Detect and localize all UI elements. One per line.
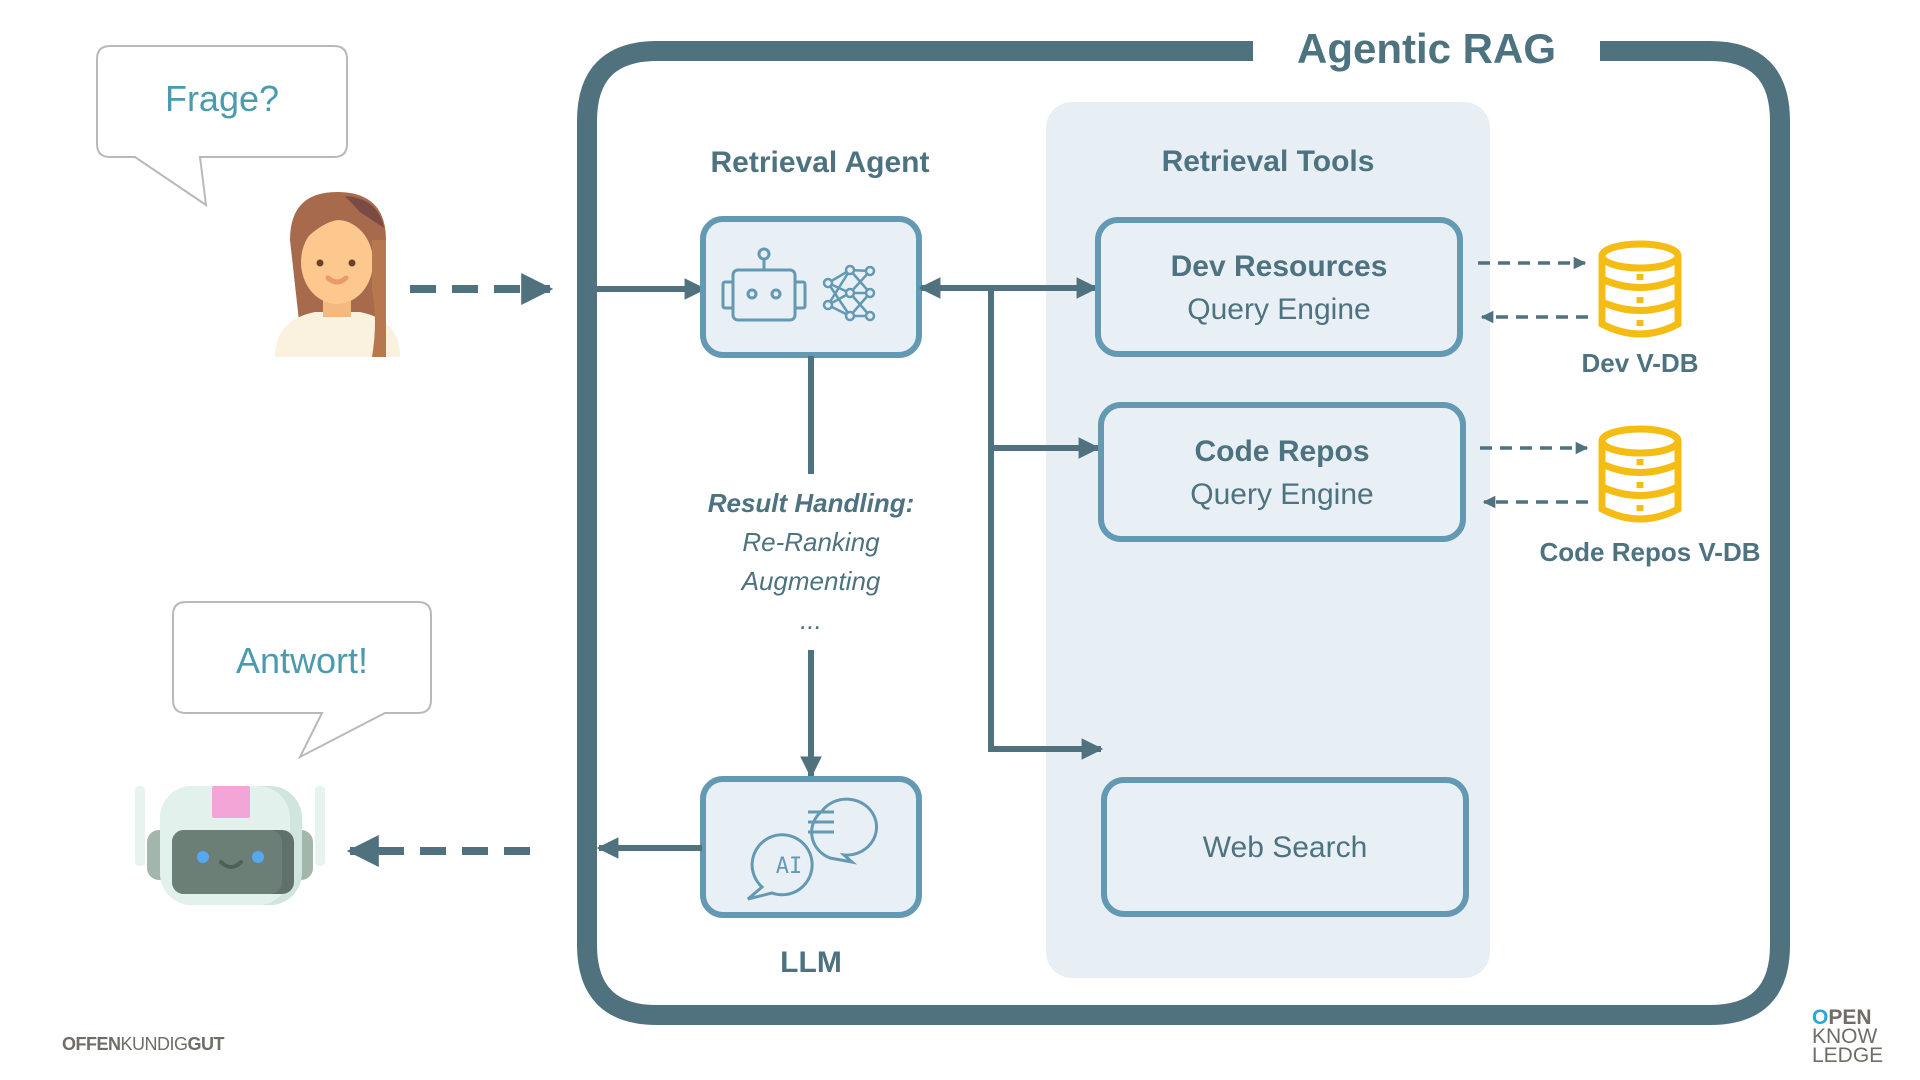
agentic-rag-frame — [577, 41, 1790, 1025]
robot-icon — [721, 247, 807, 322]
retrieval-agent-box[interactable] — [700, 216, 922, 358]
diagram-title: Agentic RAG — [1296, 25, 1556, 72]
logo-line: LEDGE — [1812, 1044, 1884, 1067]
logo-part: KUNDIG — [120, 1034, 189, 1054]
llm-box[interactable] — [700, 776, 922, 918]
answer-bubble-text: Antwort! — [235, 640, 369, 681]
offenkundiggut-logo: OFFENKUNDIGGUT — [62, 1034, 225, 1055]
dev-resources-box[interactable] — [1095, 217, 1463, 357]
open-knowledge-logo: OPEN KNOW LEDGE — [1812, 1006, 1884, 1067]
logo-line: PEN — [1828, 1006, 1872, 1029]
code-repos-database-icon — [1598, 425, 1682, 523]
question-bubble — [96, 45, 348, 208]
svg-text:AI: AI — [776, 854, 803, 879]
answer-bubble — [172, 601, 432, 760]
code-repos-db-label: Code Repos V-DB — [1539, 537, 1761, 567]
dev-resources-title: Dev Resources — [1170, 250, 1388, 283]
dev-database-icon — [1598, 240, 1682, 338]
code-repos-box[interactable] — [1098, 402, 1466, 542]
web-search-label: Web Search — [1202, 831, 1368, 864]
web-search-box[interactable] — [1101, 777, 1469, 917]
woman-avatar-icon — [275, 192, 400, 357]
question-bubble-text: Frage? — [164, 78, 280, 119]
logo-line: KNOW — [1812, 1025, 1878, 1048]
neural-network-icon — [822, 264, 876, 322]
result-handling-item: Augmenting — [741, 566, 881, 596]
dev-resources-subtitle: Query Engine — [1187, 293, 1371, 326]
llm-label: LLM — [780, 946, 842, 979]
code-repos-title: Code Repos — [1194, 435, 1370, 468]
dev-db-label: Dev V-DB — [1581, 348, 1699, 378]
code-repos-subtitle: Query Engine — [1190, 478, 1374, 511]
retrieval-agent-heading: Retrieval Agent — [710, 146, 930, 179]
result-handling-heading: Result Handling: — [707, 488, 915, 518]
logo-part: GUT — [187, 1034, 225, 1054]
retrieval-tools-heading: Retrieval Tools — [1161, 145, 1375, 178]
ai-chat-icon: AI — [747, 797, 879, 901]
logo-part: OFFEN — [62, 1034, 121, 1054]
robot-avatar-icon — [135, 786, 325, 905]
result-handling-item: ... — [800, 605, 822, 635]
logo-accent: O — [1812, 1006, 1829, 1029]
result-handling-item: Re-Ranking — [742, 527, 880, 557]
